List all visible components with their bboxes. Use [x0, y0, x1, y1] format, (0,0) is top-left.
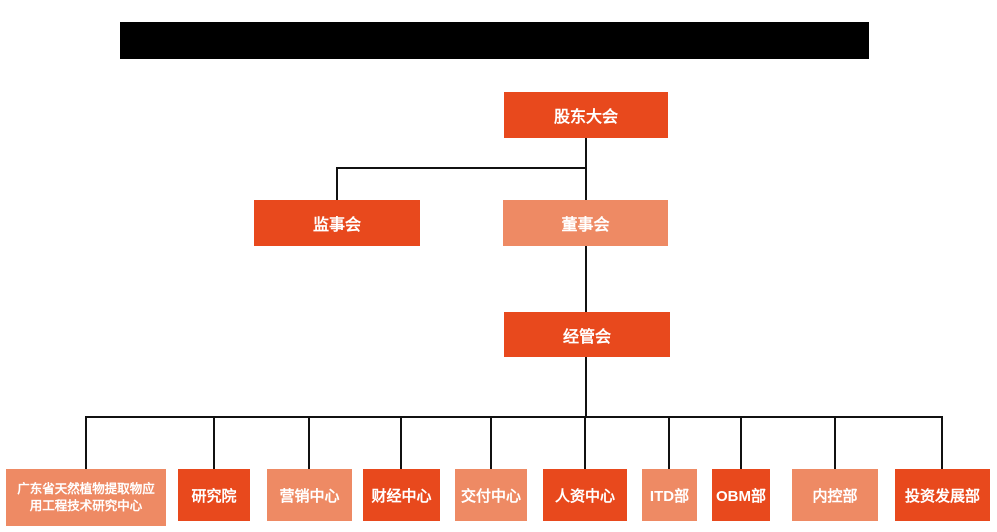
- connector-drop-obm: [740, 416, 742, 469]
- org-node-label: 董事会: [561, 217, 610, 234]
- org-node-dept-research-institute: 研究院: [178, 469, 250, 521]
- connector-bottom-horizontal: [85, 416, 943, 418]
- org-node-supervisory-board: 监事会: [254, 200, 420, 246]
- connector-management-down: [585, 357, 587, 417]
- org-node-label: 人资中心: [554, 487, 615, 505]
- org-node-dept-finance-center: 财经中心: [363, 469, 440, 521]
- org-node-dept-investment-development: 投资发展部: [895, 469, 990, 521]
- org-node-dept-itd: ITD部: [642, 469, 697, 521]
- connector-drop-hr: [584, 416, 586, 469]
- org-node-dept-marketing-center: 营销中心: [267, 469, 352, 521]
- org-node-management-committee: 经管会: [504, 312, 670, 357]
- org-node-label: 广东省天然植物提取物应用工程技术研究中心: [17, 481, 155, 513]
- connector-board-to-management: [585, 246, 587, 312]
- connector-drop-research-center: [85, 416, 87, 469]
- connector-drop-internal-control: [834, 416, 836, 469]
- connector-root-down: [585, 138, 587, 200]
- connector-top-horizontal: [336, 167, 587, 169]
- connector-drop-marketing: [308, 416, 310, 469]
- org-node-label: 交付中心: [460, 487, 521, 505]
- org-node-label: 股东大会: [553, 109, 618, 126]
- org-node-label: 经管会: [562, 328, 611, 346]
- org-node-label: OBM部: [716, 487, 766, 505]
- org-node-dept-internal-control: 内控部: [792, 469, 878, 521]
- org-node-dept-research-center: 广东省天然植物提取物应用工程技术研究中心: [6, 469, 166, 526]
- org-node-dept-delivery-center: 交付中心: [455, 469, 527, 521]
- org-node-label: 财经中心: [371, 487, 432, 505]
- title-bar-redacted: [120, 22, 869, 59]
- org-node-label: ITD部: [649, 487, 690, 505]
- org-node-board-of-directors: 董事会: [503, 200, 668, 246]
- org-node-dept-hr-center: 人资中心: [543, 469, 627, 521]
- connector-drop-research-institute: [213, 416, 215, 469]
- connector-drop-itd: [668, 416, 670, 469]
- org-node-label: 投资发展部: [904, 487, 980, 505]
- org-node-label: 监事会: [312, 217, 361, 234]
- connector-drop-delivery: [490, 416, 492, 469]
- connector-supervisory-drop: [336, 167, 338, 200]
- org-node-label: 研究院: [191, 487, 237, 505]
- org-node-shareholders-meeting: 股东大会: [504, 92, 668, 138]
- org-node-label: 内控部: [812, 487, 858, 505]
- org-node-label: 营销中心: [279, 487, 340, 505]
- connector-drop-investment: [941, 416, 943, 469]
- org-node-dept-obm: OBM部: [712, 469, 770, 521]
- connector-drop-finance: [400, 416, 402, 469]
